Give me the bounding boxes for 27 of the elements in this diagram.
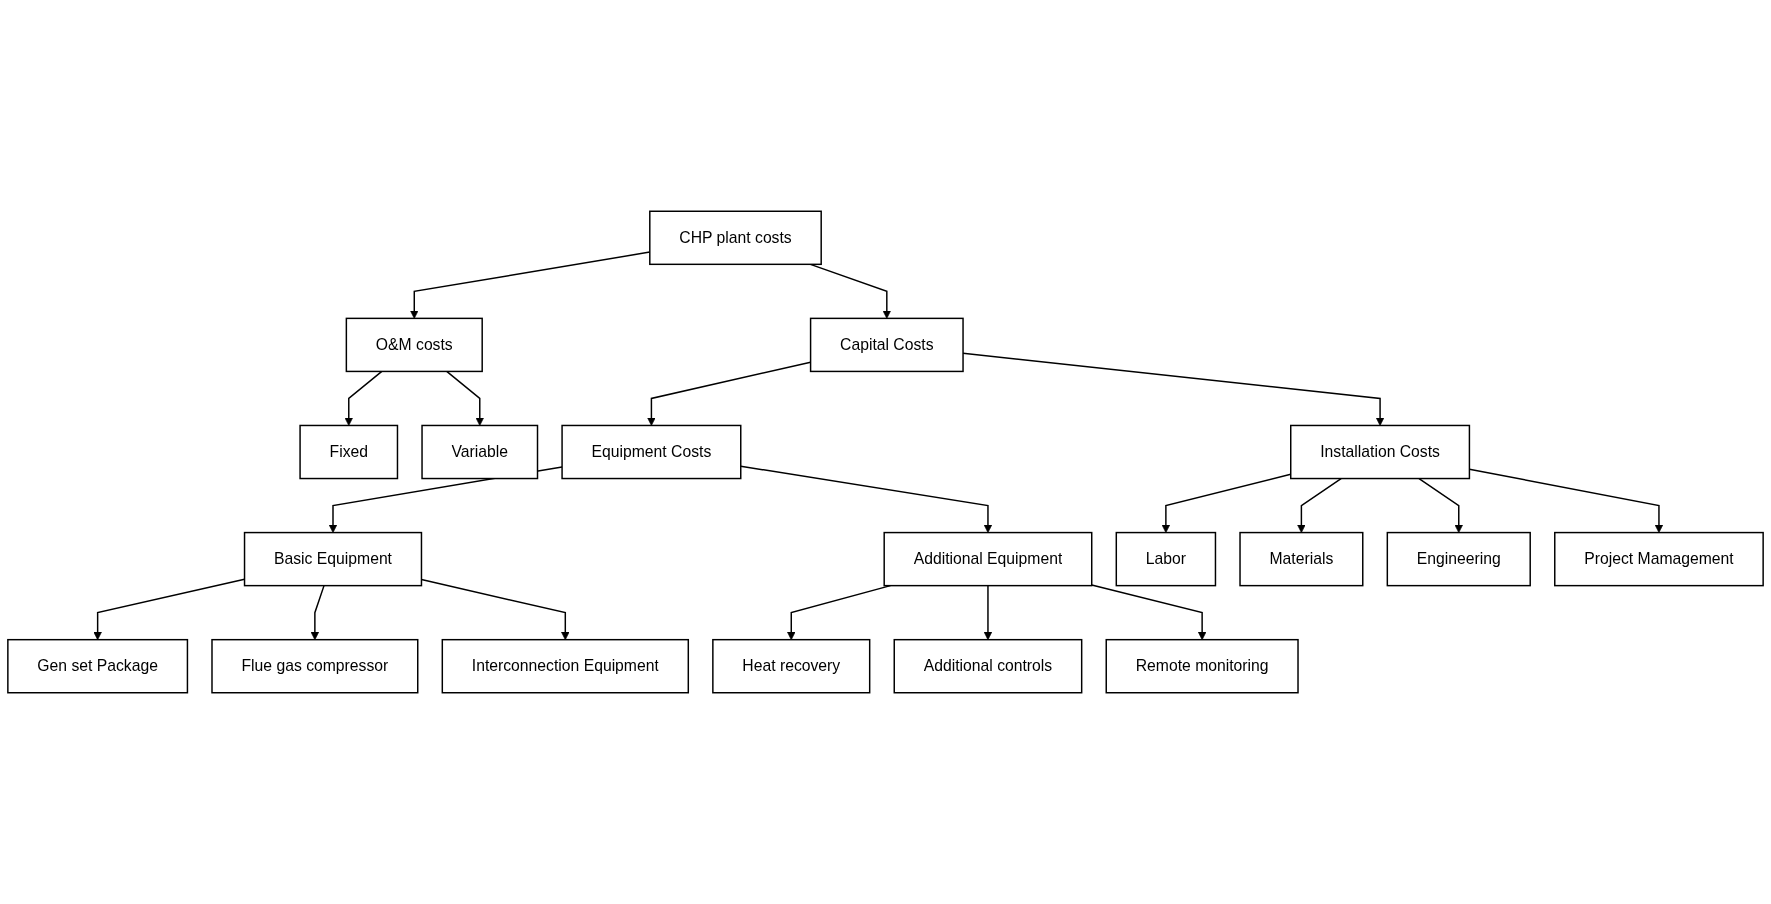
arrow [344,370,383,426]
arrow [310,584,325,641]
node-box: Basic Equipment [243,531,423,587]
node-box: Flue gas compressor [211,638,419,694]
node-box: Project Mamagement [1554,531,1764,587]
node-box: Heat recovery [712,638,871,694]
node-box: Remote monitoring [1105,638,1299,694]
arrow [1297,477,1342,533]
node-box: Gen set Package [7,638,189,694]
arrow [1091,584,1207,641]
node-box: Additional Equipment [883,531,1093,587]
node-box: Equipment Costs [561,424,742,480]
node-box: CHP plant costs [649,210,822,266]
node-box: Interconnection Equipment [441,638,690,694]
node-box: Labor [1115,531,1217,587]
node-box: Installation Costs [1290,424,1471,480]
arrow [446,370,485,426]
arrow [1418,477,1464,533]
arrow [983,584,993,641]
node-box: Fixed [299,424,399,480]
node-box: Additional controls [893,638,1083,694]
node-box: O&M costs [345,317,483,373]
node-box: Materials [1239,531,1364,587]
node-box: Engineering [1386,531,1531,587]
node-box: Variable [421,424,539,480]
node-box: Capital Costs [809,317,964,373]
arrow [740,465,993,533]
